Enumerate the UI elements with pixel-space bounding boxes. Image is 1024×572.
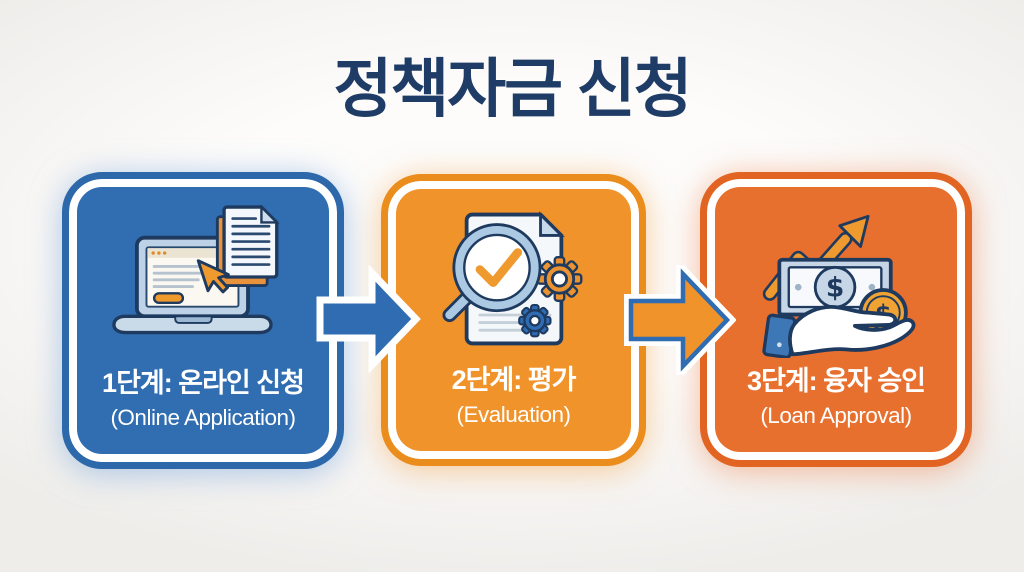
laptop-online-application-icon [112,205,294,349]
step-2-label-ko: 2단계: 평가 [451,365,577,396]
open-hand-icon [762,305,916,358]
step-2-label-en: (Evaluation) [456,401,571,427]
step-1-label-en: (Online Application) [110,404,296,430]
step-3-label-en: (Loan Approval) [760,402,912,428]
magnifier-checkmark-icon [441,223,541,323]
step-3-label-ko: 3단계: 융자 승인 [746,366,926,397]
arrow-step1-to-step2 [316,265,421,373]
document-magnifier-gears-icon [438,207,590,351]
page-title: 정책자금 신청 [333,53,692,125]
hand-money-growth-icon: $ $ [751,205,921,358]
step-3-card: $ $ [700,172,972,467]
step-1-card: 1단계: 온라인 신청 (Online Application) [62,172,344,469]
step-1-label-ko: 1단계: 온라인 신청 [102,368,305,399]
arrow-step2-to-step3 [624,265,736,375]
blue-gear-icon [517,304,552,338]
orange-gear-icon [536,256,582,302]
svg-text:$: $ [826,273,844,304]
banknote-icon: $ [777,257,893,317]
